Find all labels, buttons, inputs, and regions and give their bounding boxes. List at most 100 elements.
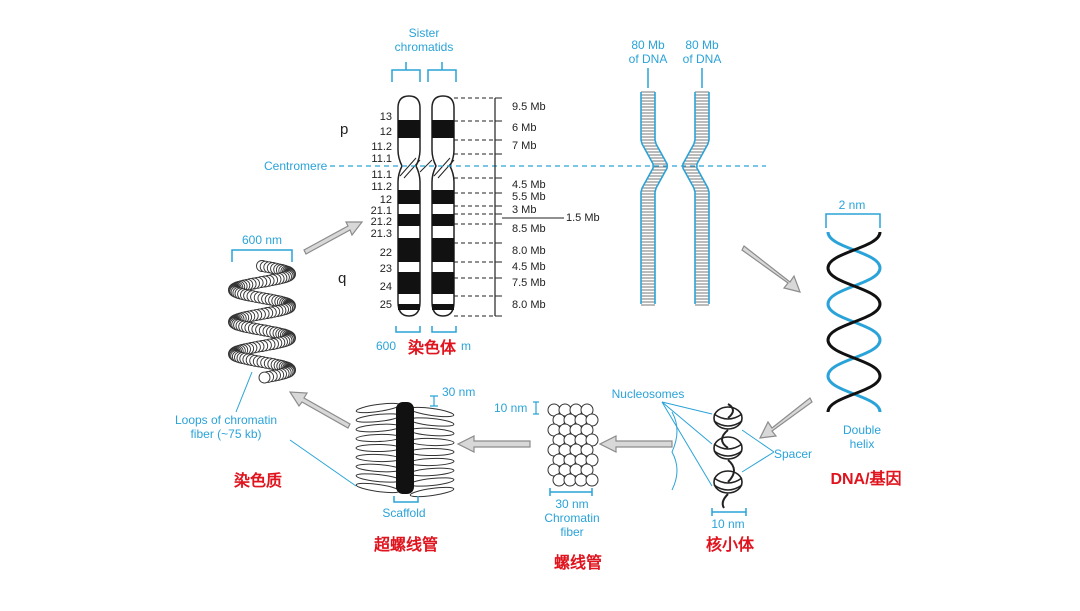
dna-left-label-1: 80 Mb [631,38,665,52]
zh-super-solenoid-label: 超螺线管 [373,535,438,554]
mb-label: 6 Mb [512,122,536,134]
chromatin-loop [409,467,455,477]
dark-band [398,272,420,294]
zh-nucleosome-label: 核小体 [706,535,755,554]
mb-label: 9.5 Mb [512,101,546,113]
dark-bands [398,120,454,310]
double-helix-label-2: helix [850,437,875,451]
zh-chromatin-label: 染色质 [233,471,282,490]
chromatid-bracket-right [427,62,457,82]
band-label: 24 [380,281,392,293]
mb-label: 4.5 Mb [512,261,546,273]
mb-label: 7.5 Mb [512,277,546,289]
dna-right-label-1: 80 Mb [685,38,719,52]
chromatin-loop [409,437,455,447]
chromatin-loop [355,423,401,433]
dark-band [432,238,454,262]
flow-arrows [288,221,813,453]
band-label: 25 [380,299,392,311]
helix-strand-black [826,231,882,413]
mb-label: 7 Mb [512,140,536,152]
nm600-bottom-label-a: 600 [376,339,396,353]
mb-label: 3 Mb [512,204,536,216]
band-label: 11.1 [371,169,392,181]
dna-wrap [713,443,743,457]
chromatin-fiber-label-1: Chromatin [544,511,599,525]
coiled-chromatin-fiber [228,260,296,384]
nm600-bottom-label-b: m [461,339,471,353]
chromatin-loop [355,433,401,443]
mb-label: 8.0 Mb [512,245,546,257]
chromatid-bracket-left [391,62,421,82]
linker-dna [721,403,735,509]
loops-label-2: fiber (~75 kb) [190,427,261,441]
dark-band [398,120,420,138]
chromatin-loop [355,444,401,452]
double-helix-label-1: Double [843,423,881,437]
chromatid-bracket-bottom-left [395,326,421,333]
dark-band [398,304,420,310]
solenoid-fiber [547,403,599,487]
dark-band [398,190,420,204]
fiber-loop [258,371,271,384]
arrow-nucleosome-to-solenoid [598,435,673,453]
dna-wrap [713,477,743,491]
scaffold-core [396,402,414,494]
chromatin-loop [409,477,455,487]
arm-q-label: q [338,270,346,287]
nucleosome-bead [574,473,588,487]
chromatin-loop [409,417,455,427]
band-label: 13 [380,111,392,123]
band-label: 12 [380,194,392,206]
band-labels: 131211.211.111.111.21221.121.221.3222324… [371,111,392,311]
nucleosome-bead [585,473,599,487]
band-label: 12 [380,126,392,138]
chromatin-loop [409,448,455,456]
chromatin-fiber-label-2: fiber [560,525,583,539]
nucleosomes-label: Nucleosomes [612,387,685,401]
nucleosome-bead [552,473,566,487]
chromatin-loop [409,457,455,467]
arrow-helix-to-nucleosome [758,397,813,439]
scaffold-label: Scaffold [382,506,425,520]
zh-chromosome-label: 染色体 [407,338,457,357]
mb-label: 5.5 Mb [512,191,546,203]
nm30-fiber-label: 30 nm [555,497,588,511]
chromatin-loop [409,427,455,437]
dark-band [398,214,420,226]
chromatin-loop [355,473,401,483]
nucleosome-stack [713,403,743,509]
dna-left-label-2: of DNA [629,52,668,66]
dna-strand [640,91,668,306]
chromatin-loop [355,413,401,423]
mb-scale: 9.5 Mb6 Mb7 Mb4.5 Mb5.5 Mb3 Mb1.5 Mb8.5 … [454,97,600,317]
loops-label-1: Loops of chromatin [175,413,277,427]
nm10-fiber-label: 10 nm [494,401,527,415]
nm600-top-label: 600 nm [242,233,282,247]
dark-band [398,238,420,262]
arrow-dna-to-helix [741,245,801,293]
chromosome [397,95,455,317]
arrow-solenoid-to-scaffold [456,435,531,453]
mb-label: 1.5 Mb [566,212,600,224]
dna-right-label-2: of DNA [683,52,722,66]
chromatin-loop [355,482,401,494]
band-label: 21.3 [371,228,392,240]
dna-strands [640,91,710,306]
mb-label: 8.5 Mb [512,223,546,235]
nm10-nucleo-label: 10 nm [711,517,744,531]
dark-band [432,190,454,204]
centromere-label: Centromere [264,159,328,173]
band-label: 11.2 [371,181,392,193]
nm30-scaffold-label: 30 nm [442,385,475,399]
sister-chromatids-label-2: chromatids [395,40,454,54]
dark-band [432,272,454,294]
nucleosome-leaders [661,401,775,491]
chromatin-loop [355,453,401,463]
dark-band [432,120,454,138]
mb-label: 4.5 Mb [512,179,546,191]
dark-band [432,214,454,226]
zh-dna-gene-label: DNA/基因 [830,469,901,488]
spacer-label: Spacer [774,447,812,461]
